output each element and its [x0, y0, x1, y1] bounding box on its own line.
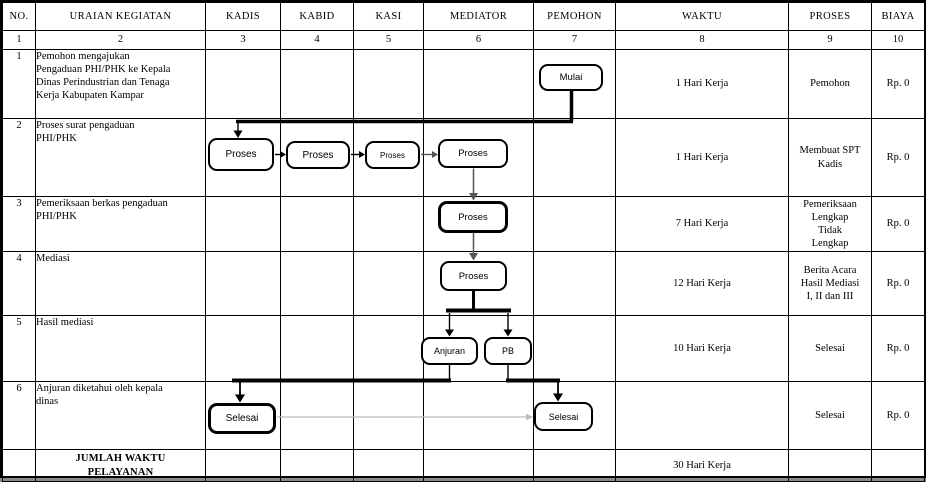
activity-description: Mediasi	[35, 251, 206, 316]
row-number: 3	[2, 196, 36, 252]
row-number: 2	[2, 118, 36, 197]
col-number: 1	[2, 30, 36, 50]
header-row: NO. URAIAN KEGIATAN KADIS KABID KASI MED…	[2, 2, 925, 31]
col-number: 10	[871, 30, 925, 50]
waktu-value: 7 Hari Kerja	[615, 196, 789, 252]
col-header-kabid: KABID	[280, 2, 354, 31]
waktu-value: 12 Hari Kerja	[615, 251, 789, 316]
col-number: 8	[615, 30, 789, 50]
row-number: 5	[2, 315, 36, 382]
row-number: 1	[2, 49, 36, 119]
total-waktu-value: 30 Hari Kerja	[615, 449, 789, 482]
activity-description: Anjuran diketahui oleh kepala dinas	[35, 381, 206, 450]
col-number: 9	[788, 30, 872, 50]
table-row: 1 Pemohon mengajukan Pengaduan PHI/PHK k…	[2, 49, 925, 119]
proses-value: Pemohon	[788, 49, 872, 119]
col-header-pemohon: PEMOHON	[533, 2, 616, 31]
col-number: 3	[205, 30, 281, 50]
col-header-mediator: MEDIATOR	[423, 2, 534, 31]
proses-value: Selesai	[788, 381, 872, 450]
activity-description: Hasil mediasi	[35, 315, 206, 382]
biaya-value: Rp. 0	[871, 118, 925, 197]
waktu-value	[615, 381, 789, 450]
col-header-kasi: KASI	[353, 2, 424, 31]
activity-description: Pemeriksaan berkas pengaduan PHI/PHK	[35, 196, 206, 252]
col-number: 6	[423, 30, 534, 50]
col-number: 5	[353, 30, 424, 50]
biaya-value: Rp. 0	[871, 315, 925, 382]
table-row: 4 Mediasi 12 Hari Kerja Berita Acara Has…	[2, 251, 925, 316]
col-header-no: NO.	[2, 2, 36, 31]
activity-description: Pemohon mengajukan Pengaduan PHI/PHK ke …	[35, 49, 206, 119]
waktu-value: 1 Hari Kerja	[615, 49, 789, 119]
table-row: 5 Hasil mediasi 10 Hari Kerja Selesai Rp…	[2, 315, 925, 382]
table-row: 6 Anjuran diketahui oleh kepala dinas Se…	[2, 381, 925, 450]
col-header-waktu: WAKTU	[615, 2, 789, 31]
col-number: 7	[533, 30, 616, 50]
biaya-value: Rp. 0	[871, 196, 925, 252]
row-number: 4	[2, 251, 36, 316]
activity-description: Proses surat pengaduan PHI/PHK	[35, 118, 206, 197]
biaya-value: Rp. 0	[871, 251, 925, 316]
col-header-proses: PROSES	[788, 2, 872, 31]
proses-value: Berita Acara Hasil Mediasi I, II dan III	[788, 251, 872, 316]
column-number-row: 1 2 3 4 5 6 7 8 9 10	[2, 30, 925, 50]
waktu-value: 1 Hari Kerja	[615, 118, 789, 197]
table-row: 3 Pemeriksaan berkas pengaduan PHI/PHK 7…	[2, 196, 925, 252]
row-number: 6	[2, 381, 36, 450]
proses-value: Pemeriksaan Lengkap Tidak Lengkap	[788, 196, 872, 252]
col-header-biaya: BIAYA	[871, 2, 925, 31]
total-label: JUMLAH WAKTU PELAYANAN	[35, 449, 206, 482]
col-header-uraian: URAIAN KEGIATAN	[35, 2, 206, 31]
biaya-value: Rp. 0	[871, 381, 925, 450]
col-number: 4	[280, 30, 354, 50]
waktu-value: 10 Hari Kerja	[615, 315, 789, 382]
footer-row: JUMLAH WAKTU PELAYANAN 30 Hari Kerja	[2, 449, 925, 482]
col-header-kadis: KADIS	[205, 2, 281, 31]
table-row: 2 Proses surat pengaduan PHI/PHK 1 Hari …	[2, 118, 925, 197]
col-number: 2	[35, 30, 206, 50]
proses-value: Membuat SPT Kadis	[788, 118, 872, 197]
proses-value: Selesai	[788, 315, 872, 382]
biaya-value: Rp. 0	[871, 49, 925, 119]
